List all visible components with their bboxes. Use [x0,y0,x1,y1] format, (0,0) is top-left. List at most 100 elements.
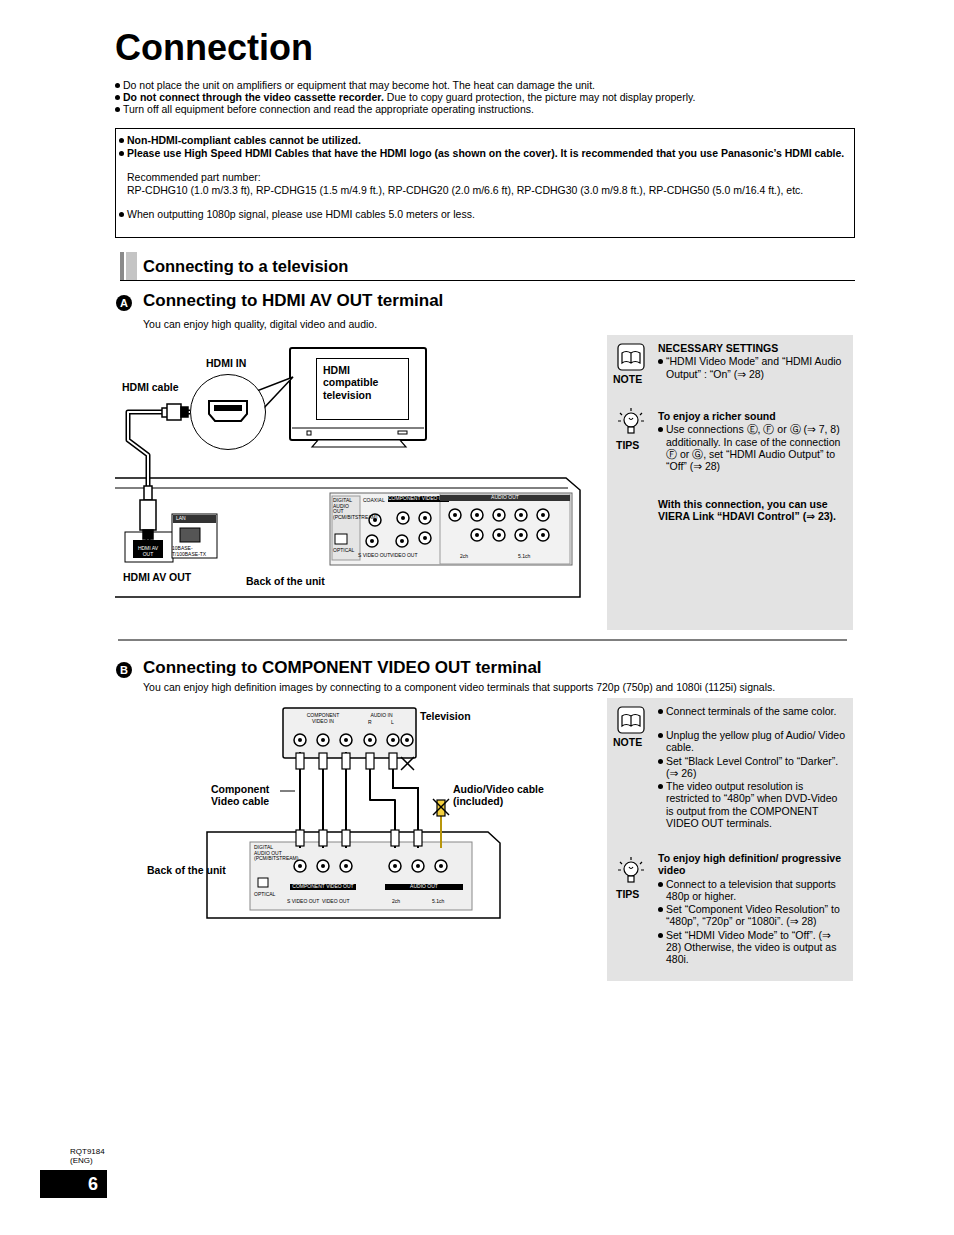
tv-screen: HDMI compatible television [316,358,409,420]
jack-part [475,533,479,537]
port-label: AUDIO OUT [440,495,570,501]
cable-label: HDMI cable [122,381,179,393]
jack-part [369,514,381,526]
cross-marks-part [401,757,414,770]
jack [396,535,408,547]
jack-part [321,864,325,868]
caution-note: Do not connect through the video cassett… [115,91,384,103]
jack-part [366,535,378,547]
jack-part [493,529,505,541]
caution-box: Non-HDMI-compliant cables cannot be util… [115,128,855,238]
unit-back-a-part [115,478,580,597]
unit-back-b-part [250,842,472,910]
note-tips-panel-text: Unplug the yellow plug of Audio/ Video c… [658,729,846,754]
jack [317,860,329,872]
jack-part [317,734,329,746]
jack-part [497,533,501,537]
unit-back-a-part [115,488,568,489]
caution-note: Do not place the unit on amplifiers or e… [115,79,595,91]
hdmi-in-callout: HDMI IN [190,374,266,450]
jack [369,514,381,526]
tv-hdmi [290,348,426,447]
jack [340,860,352,872]
unit-back-a-part [332,496,360,560]
section-intro: You can enjoy high quality, digital vide… [143,318,377,330]
jack-part [519,533,523,537]
jack-part [396,535,408,547]
note-tips-panel-text: Use connections Ⓔ, Ⓕ or Ⓖ (⇒ 7, 8) addit… [658,423,848,472]
note-tips-panel-text: Set “Component Video Resolution” to “480… [658,903,846,928]
hdmi-av-out-terminal-text: HDMI AV OUT [134,546,162,557]
callout-bubble [191,375,293,449]
jack-part [387,734,399,746]
tips-icon-part [628,427,634,433]
port-label: COAXIAL [363,498,389,504]
note-tips-panel-text: To enjoy high definition/ progressive vi… [658,852,846,877]
jack-part [423,536,427,540]
section-letter: A [116,295,132,311]
page-rules [118,640,847,641]
extra-wires-part [440,816,442,848]
jack-part [471,529,483,541]
jack-part [294,860,306,872]
note-icon-part [622,715,640,727]
cable-label: Component Video cable [211,783,277,808]
jack-part [471,509,483,521]
note-icon [617,343,645,373]
port-label: 2ch [392,899,400,905]
jack-part [416,864,420,868]
tips-icon-part [618,408,644,421]
jack-part [400,539,404,543]
hdmi-plugs-part [181,407,188,417]
jack-part [475,513,479,517]
jack-part [370,539,374,543]
caution-box-text: Non-HDMI-compliant cables cannot be util… [119,134,851,146]
port-label: S VIDEO OUT [358,553,390,559]
hdmi-plugs-part [144,486,152,500]
note-tips-panel: NOTEConnect terminals of the same color.… [607,698,853,981]
rca-plug [414,830,422,846]
page-number: 6 [40,1170,107,1198]
jack-part [344,864,348,868]
hdmi-av-out-terminal: HDMI AV OUTHDMI AV OUT [133,540,163,558]
callout-bubble-part [191,375,265,449]
caution-box-text: When outputting 1080p signal, please use… [119,208,851,220]
jack-part [412,860,424,872]
tv-component-panel-part [283,708,416,758]
caution-note: Turn off all equipment before connection… [115,103,534,115]
port-label: DIGITAL AUDIO OUT (PCM/BITSTREAM) [254,845,286,862]
extra-wires [300,752,441,848]
unit-back-a-part [440,494,570,564]
jack-part [435,860,447,872]
tips-icon [617,407,645,437]
rca-plug [391,830,399,846]
note-tips-panel-text: Connect to a television that supports 48… [658,878,846,903]
jack-part [294,734,306,746]
hdmi-av-out-terminal-text: HDMI AV OUT [123,571,191,583]
jack-part [515,529,527,541]
tv-hdmi-part [290,348,426,440]
hdmi-plugs-part [140,500,156,530]
jack [493,509,505,521]
jack [387,734,399,746]
note-tips-panel-text: Set “Black Level Control” to “Darker”. (… [658,755,846,780]
unit-back-a-part [173,515,216,523]
callout-bubble-part [214,405,242,411]
jack [401,734,413,746]
section-band: Connecting to a television [120,252,855,281]
unit-back-a-part [330,493,572,565]
section-heading: Connecting to HDMI AV OUT terminal [143,291,443,311]
jack-part [364,734,376,746]
note-tips-panel-text: With this connection, you can use VIERA … [658,498,848,523]
cable-core [128,412,190,540]
tv-hdmi-part [307,431,311,435]
component-video-in: COMPONENT VIDEO IN [290,713,356,753]
unit-back-a-part [180,528,200,542]
jack [389,860,401,872]
rca-plugs [296,753,422,846]
jack-part [541,513,545,517]
note-tips-panel-text: NECESSARY SETTINGS [658,342,848,354]
jack [471,529,483,541]
jack-part [401,734,413,746]
jack [294,860,306,872]
